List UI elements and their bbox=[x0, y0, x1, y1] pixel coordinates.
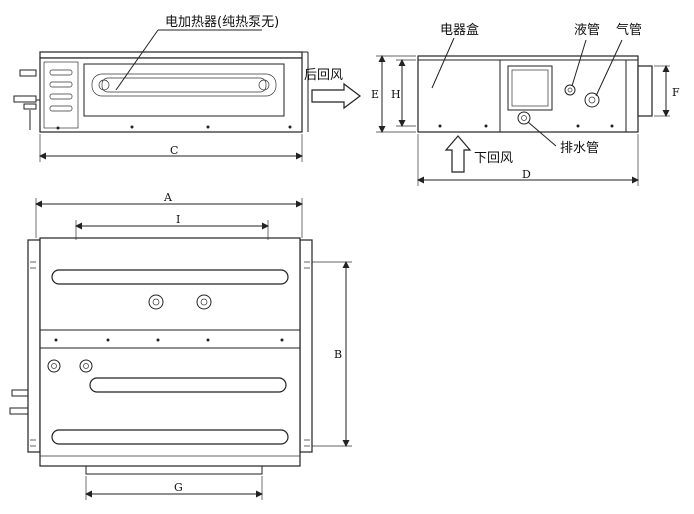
bottom-return-air-arrow bbox=[444, 135, 472, 173]
top-view bbox=[9, 198, 352, 500]
dim-g-label: G bbox=[174, 481, 183, 494]
dim-c-label: C bbox=[170, 144, 178, 157]
dim-a-label: A bbox=[163, 191, 173, 204]
gas-pipe-label: 气管 bbox=[616, 22, 642, 38]
liquid-pipe-label: 液管 bbox=[574, 23, 600, 38]
rear-return-air-label: 后回风 bbox=[304, 68, 343, 83]
dim-d-label: D bbox=[522, 168, 531, 181]
drain-pipe-label: 排水管 bbox=[560, 141, 599, 156]
dim-h-label: H bbox=[391, 88, 401, 101]
dim-f-label: F bbox=[672, 86, 680, 99]
side-view bbox=[376, 37, 670, 186]
rear-return-air-arrow bbox=[311, 82, 361, 110]
electrical-box-label: 电器盒 bbox=[440, 22, 479, 38]
dim-e-label: E bbox=[371, 88, 379, 101]
dim-i-label: I bbox=[176, 213, 180, 226]
dim-b-label: B bbox=[334, 348, 342, 361]
bottom-return-air-label: 下回风 bbox=[474, 151, 513, 166]
heater-label: 电加热器(纯热泵无) bbox=[165, 15, 279, 30]
front-view bbox=[13, 29, 309, 162]
